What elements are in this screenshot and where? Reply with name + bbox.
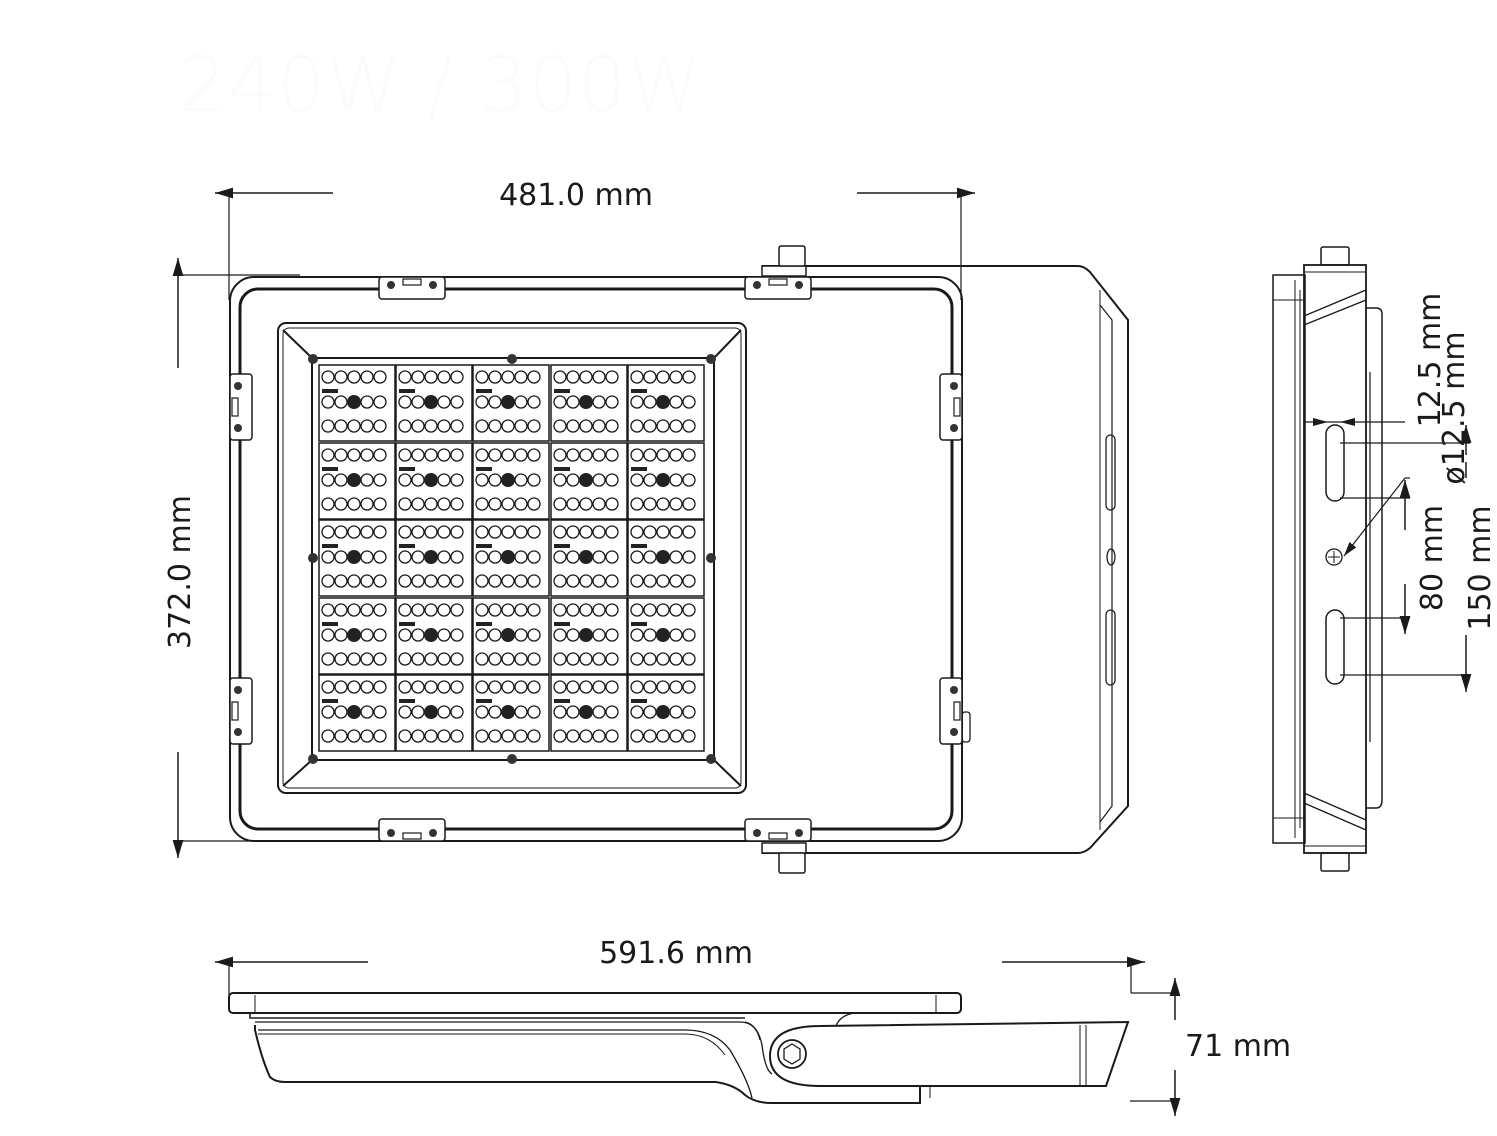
product-title: 240W / 300W	[178, 40, 704, 129]
height-dimension: 372.0 mm	[163, 258, 300, 858]
profile-view: 591.6 mm 71 mm	[215, 936, 1291, 1116]
hole-diameter-label: ø12.5 mm	[1437, 331, 1472, 484]
led-module-grid	[318, 364, 705, 752]
width-dimension: 481.0 mm	[215, 178, 975, 300]
front-view: 481.0 mm 372.0 mm	[163, 178, 1129, 874]
length-dimension-label: 591.6 mm	[599, 936, 753, 971]
width-dimension-label: 481.0 mm	[499, 178, 653, 213]
side-view: 12.5 mm ø12.5 mm 80 mm 150 mm	[1272, 246, 1497, 872]
slot-span-label: 150 mm	[1463, 505, 1497, 630]
depth-dimension-label: 71 mm	[1185, 1029, 1291, 1064]
slot-width-label: 12.5 mm	[1413, 293, 1448, 428]
slot-spacing-label: 80 mm	[1415, 505, 1450, 611]
height-dimension-label: 372.0 mm	[163, 495, 198, 649]
